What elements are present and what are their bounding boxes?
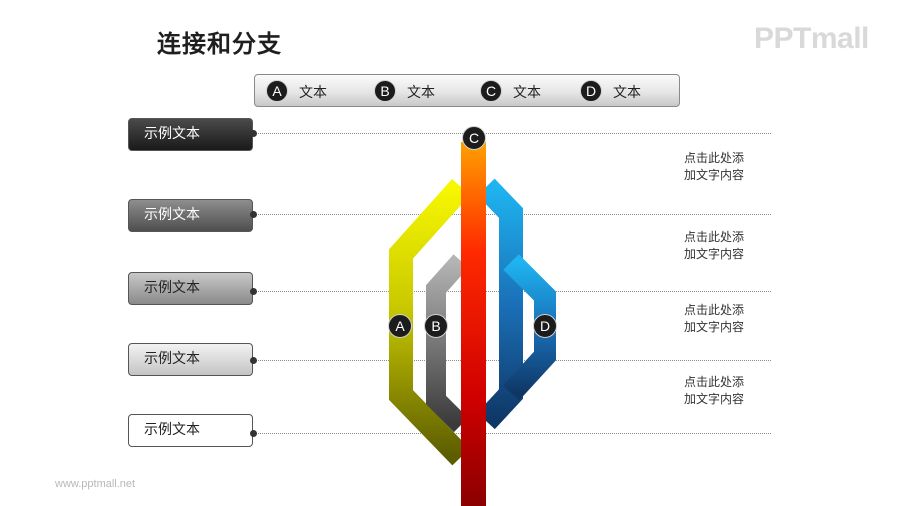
legend-label-b: 文本 (407, 85, 435, 101)
marker-d: D (533, 314, 557, 338)
row-connector-dot-3 (250, 288, 257, 295)
note-1: 点击此处添 加文字内容 (684, 150, 744, 184)
note-4-line-2: 加文字内容 (684, 392, 745, 406)
note-4-line-1: 点击此处添 (684, 375, 745, 389)
note-1-line-1: 点击此处添 (684, 151, 745, 165)
note-3-line-1: 点击此处添 (684, 303, 745, 317)
marker-a-label: A (395, 318, 405, 334)
marker-a: A (388, 314, 412, 338)
branch-b-path (426, 254, 469, 433)
note-2-line-1: 点击此处添 (684, 230, 745, 244)
marker-c: C (462, 126, 486, 150)
legend-bar: A 文本 B 文本 C 文本 D 文本 (254, 74, 680, 107)
note-1-line-2: 加文字内容 (684, 168, 745, 182)
legend-badge-a: A (266, 80, 288, 102)
row-label-box-4: 示例文本 (128, 343, 253, 376)
row-label-box-2: 示例文本 (128, 199, 253, 232)
marker-c-label: C (469, 130, 479, 146)
branch-c-trunk (461, 142, 486, 506)
note-4: 点击此处添 加文字内容 (684, 374, 744, 408)
row-connector-dot-4 (250, 357, 257, 364)
row-connector-dot-1 (250, 130, 257, 137)
row-guide-line-5 (253, 433, 771, 434)
row-connector-dot-5 (250, 430, 257, 437)
legend-badge-c: C (480, 80, 502, 102)
note-2: 点击此处添 加文字内容 (684, 229, 744, 263)
marker-b-label: B (431, 318, 440, 334)
legend-label-d: 文本 (613, 85, 641, 101)
row-label-box-3: 示例文本 (128, 272, 253, 305)
row-label-box-5: 示例文本 (128, 414, 253, 447)
row-label-box-1: 示例文本 (128, 118, 253, 151)
legend-badge-b: B (374, 80, 396, 102)
note-2-line-2: 加文字内容 (684, 247, 745, 261)
marker-b: B (424, 314, 448, 338)
branch-d-path-outer (477, 178, 523, 430)
note-3: 点击此处添 加文字内容 (684, 302, 744, 336)
footer-url: www.pptmall.net (55, 478, 136, 490)
row-connector-dot-2 (250, 211, 257, 218)
legend-label-c: 文本 (513, 85, 541, 101)
note-3-line-2: 加文字内容 (684, 320, 745, 334)
brand-logo: PPTmall (754, 22, 869, 55)
marker-d-label: D (540, 318, 550, 334)
legend-label-a: 文本 (299, 85, 327, 101)
row-guide-line-1 (253, 133, 771, 134)
page-title: 连接和分支 (157, 30, 282, 58)
legend-badge-d: D (580, 80, 602, 102)
